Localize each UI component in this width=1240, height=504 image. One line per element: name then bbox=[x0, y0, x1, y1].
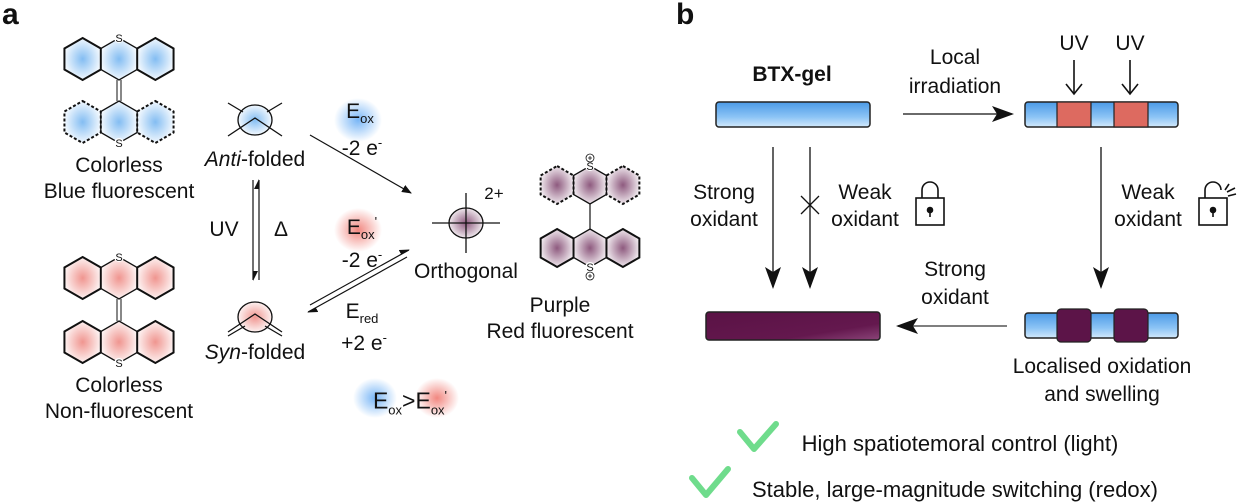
anti-folded-label: Anti-folded bbox=[205, 148, 305, 172]
strong-oxidant-bottom-line1: Strong bbox=[924, 258, 986, 281]
double-bond bbox=[116, 80, 122, 101]
localised-line2: and swelling bbox=[1044, 383, 1160, 406]
ered-electrons: +2 e- bbox=[341, 330, 387, 355]
panel-label-b: b bbox=[676, 0, 695, 31]
panel-label-a: a bbox=[2, 0, 19, 31]
syn-molecule-upper-ring: S bbox=[63, 252, 175, 301]
swollen-segment bbox=[1056, 308, 1092, 343]
check-icon bbox=[737, 421, 779, 452]
irradiated-segment bbox=[1056, 101, 1092, 128]
heat-label: Δ bbox=[273, 218, 289, 241]
anti-molecule-lower-ring: S bbox=[63, 99, 175, 150]
check-icon bbox=[689, 466, 731, 498]
anti-molecule-upper-ring: S bbox=[63, 33, 175, 82]
potential-comparison: Eox>Eox' bbox=[372, 387, 448, 418]
eox-prime-label: Eox' bbox=[346, 214, 378, 243]
orthogonal-icon bbox=[432, 193, 500, 253]
swollen-gel-bar bbox=[1024, 308, 1179, 343]
sulfur-atom: S bbox=[115, 138, 122, 150]
ered-label: Ered bbox=[345, 300, 379, 327]
folded-suffix: -folded bbox=[240, 341, 306, 364]
uv-arrowhead bbox=[1121, 83, 1139, 96]
double-bond bbox=[116, 299, 122, 321]
weak-oxidant-left-line1: Weak bbox=[838, 181, 892, 204]
benefit-2: Stable, large-magnitude switching (redox… bbox=[752, 477, 1158, 502]
uv-label-2: UV bbox=[1115, 32, 1145, 55]
sulfur-atom: S bbox=[586, 262, 593, 274]
eox-blue-halo bbox=[334, 98, 382, 142]
dication-lower-ring: S bbox=[539, 227, 641, 274]
local-irradiation-line2: irradiation bbox=[908, 75, 1002, 98]
product-fluorescence: Red fluorescent bbox=[486, 320, 634, 343]
comparison-red-halo bbox=[415, 378, 459, 418]
eox-label: Eox bbox=[346, 100, 374, 127]
local-irradiation-line1: Local bbox=[929, 46, 981, 69]
swollen-segment bbox=[1113, 308, 1149, 343]
weak-oxidant-left-line2: oxidant bbox=[831, 208, 899, 231]
strong-oxidant-bottom-line2: oxidant bbox=[921, 286, 989, 309]
bottom-molecule-color: Colorless bbox=[75, 374, 163, 397]
orthogonal-label: Orthogonal bbox=[414, 260, 518, 283]
benefit-1: High spatiotemoral control (light) bbox=[801, 431, 1119, 456]
eox-prime-electrons: -2 e- bbox=[341, 247, 383, 272]
eox-prime-red-halo bbox=[334, 208, 382, 252]
uv-label-1: UV bbox=[1059, 32, 1089, 55]
uv-arrowhead bbox=[1065, 83, 1083, 96]
locked-padlock-icon bbox=[915, 181, 945, 226]
ered-arrow bbox=[307, 256, 408, 313]
eox-prime-arrow bbox=[309, 249, 410, 306]
folded-suffix: -folded bbox=[240, 148, 306, 171]
syn-folded-label: Syn-folded bbox=[205, 341, 305, 365]
eox-electrons: -2 e- bbox=[341, 135, 383, 160]
syn-folded-icon bbox=[227, 301, 283, 337]
uv-label: UV bbox=[209, 218, 239, 241]
top-molecule-color: Colorless bbox=[75, 154, 163, 177]
localised-line1: Localised oxidation bbox=[1012, 355, 1192, 378]
molecule-structures: S S S S S S bbox=[63, 33, 641, 370]
sulfur-atom: S bbox=[115, 358, 122, 370]
btx-gel-bar bbox=[715, 101, 871, 128]
oxidised-gel-bar bbox=[705, 311, 881, 341]
top-molecule-fluorescence: Blue fluorescent bbox=[43, 180, 195, 203]
strong-oxidant-left-line1: Strong bbox=[693, 181, 755, 204]
syn-italic: Syn bbox=[204, 341, 241, 364]
charge-label: 2+ bbox=[484, 184, 504, 203]
sulfur-atom: S bbox=[115, 252, 122, 264]
syn-molecule-lower-ring: S bbox=[63, 319, 175, 370]
dication-upper-ring: S bbox=[539, 161, 641, 206]
bottom-molecule-fluorescence: Non-fluorescent bbox=[44, 400, 194, 423]
eox-arrow bbox=[309, 134, 412, 194]
btx-gel-label: BTX-gel bbox=[752, 63, 832, 86]
product-color: Purple bbox=[529, 294, 591, 317]
irradiated-segment bbox=[1113, 101, 1149, 128]
sulfur-atom: S bbox=[115, 33, 122, 45]
blocked-cross-icon bbox=[800, 195, 820, 215]
unlocked-padlock-icon bbox=[1198, 181, 1237, 226]
weak-oxidant-right-line2: oxidant bbox=[1114, 208, 1182, 231]
anti-folded-icon bbox=[227, 102, 283, 137]
strong-oxidant-left-line2: oxidant bbox=[690, 208, 758, 231]
irradiated-gel-bar bbox=[1024, 101, 1179, 128]
weak-oxidant-right-line1: Weak bbox=[1121, 181, 1175, 204]
sulfur-atom: S bbox=[586, 161, 593, 173]
anti-italic: Anti bbox=[204, 148, 241, 171]
comparison-blue-halo bbox=[353, 378, 397, 418]
